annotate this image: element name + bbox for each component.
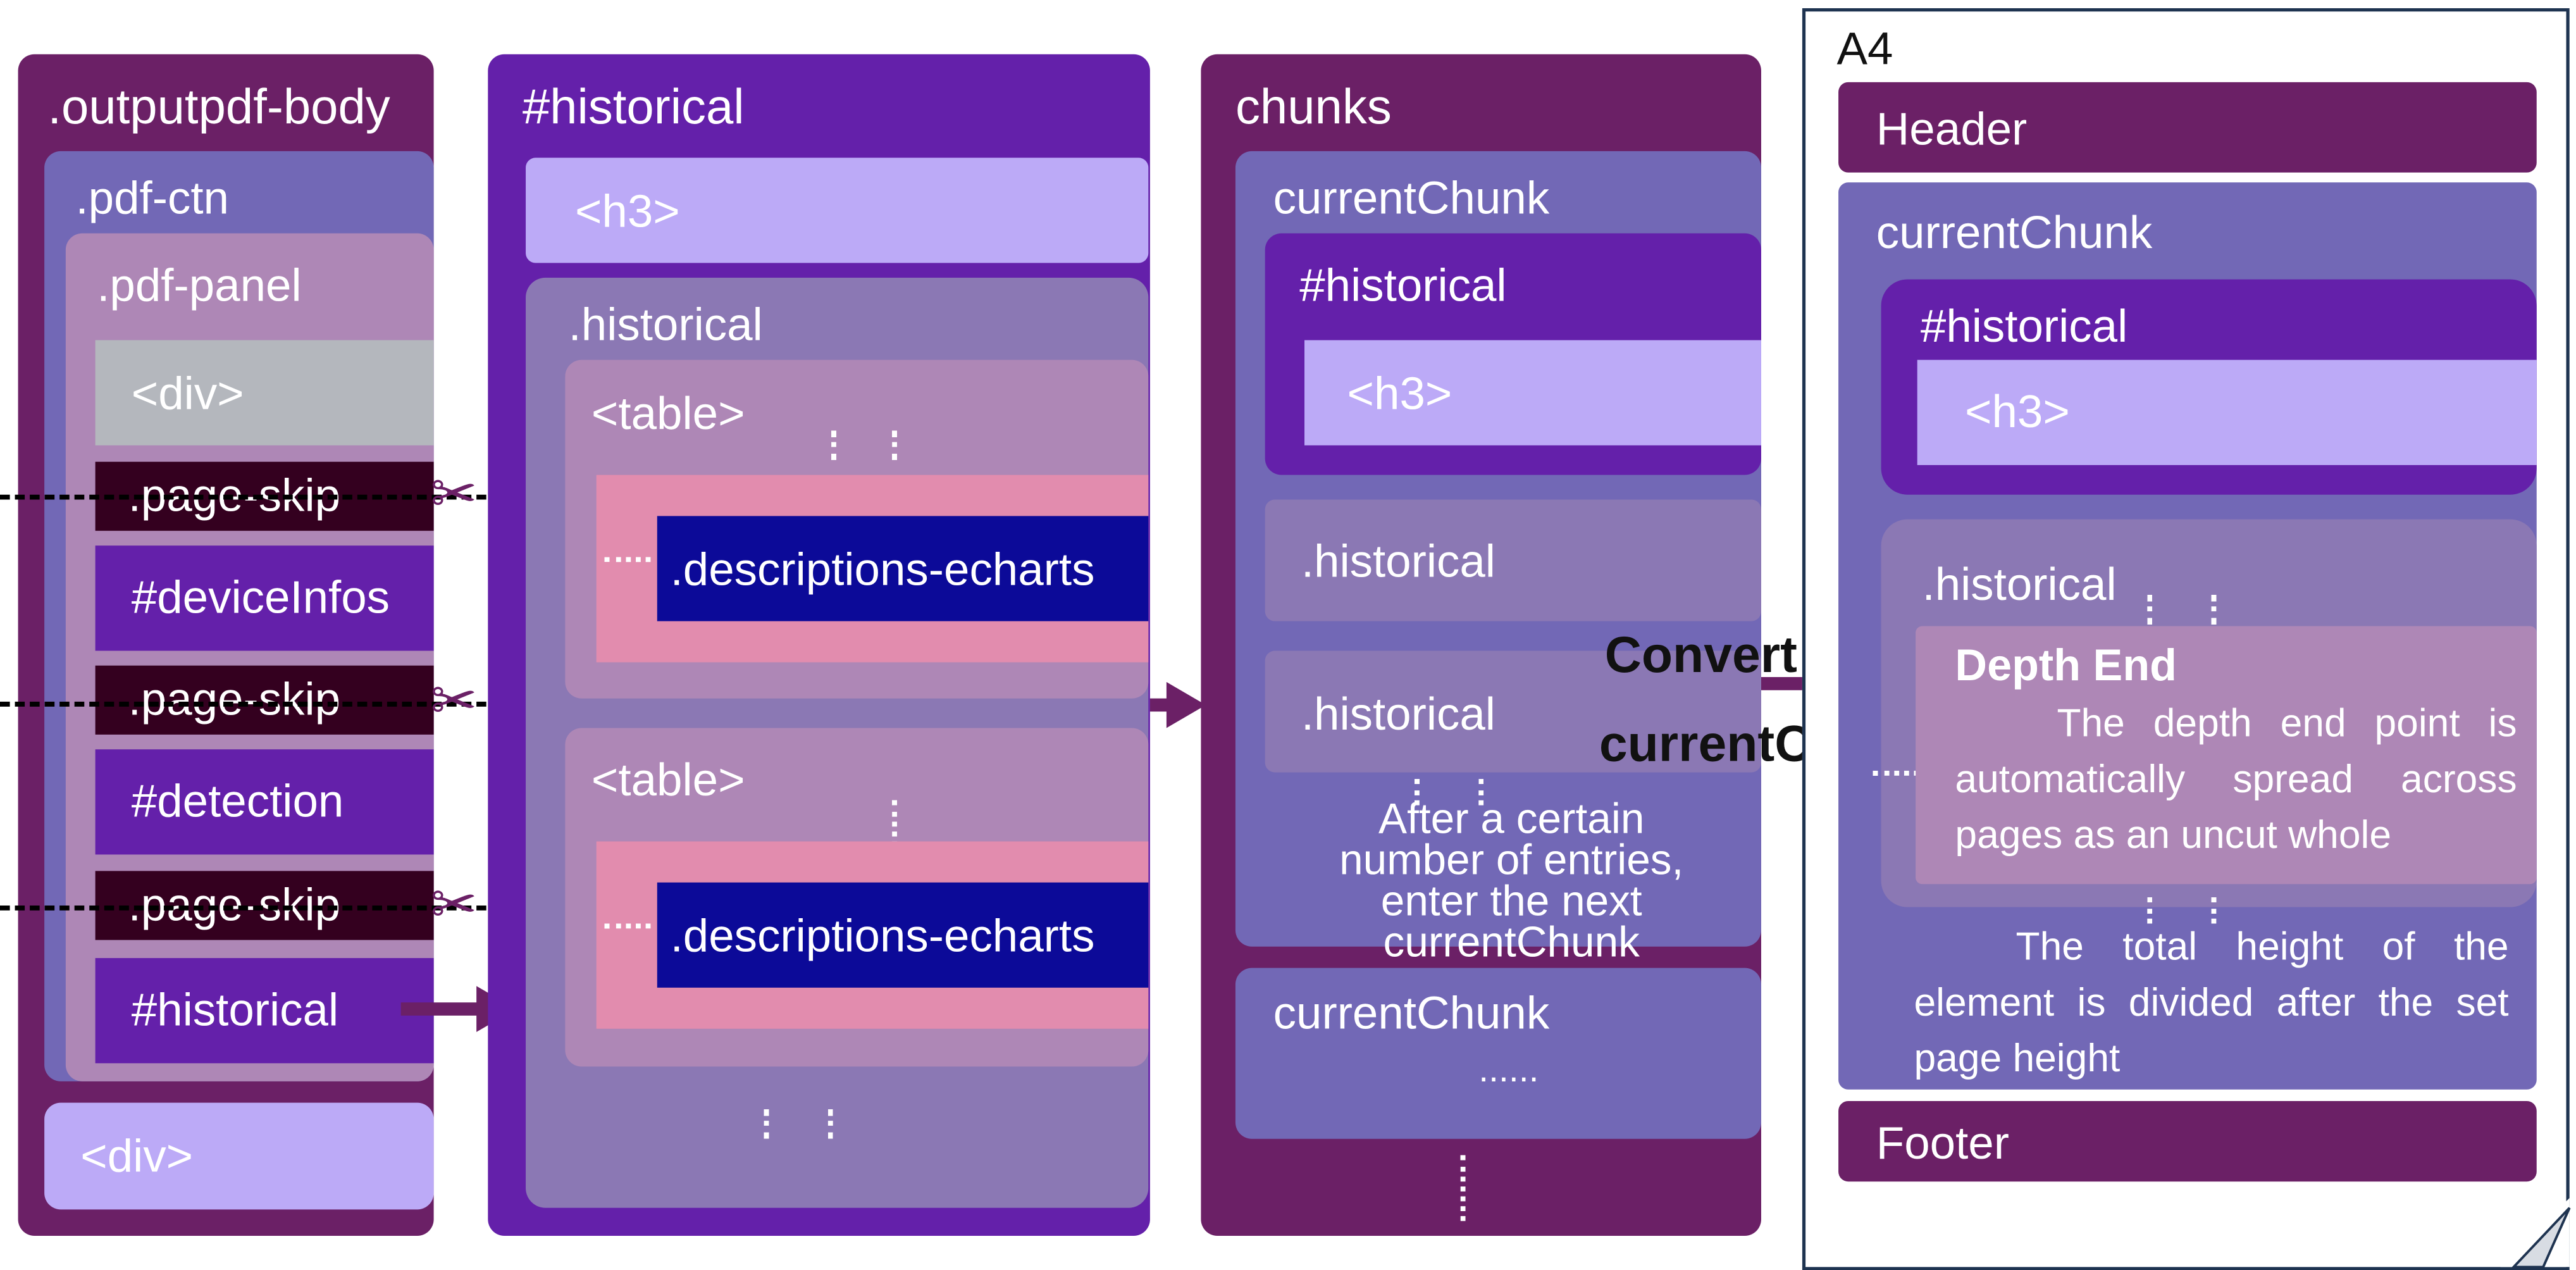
historical-block-label: #historical bbox=[131, 984, 339, 1036]
current-chunk-1-label: currentChunk bbox=[1273, 172, 1550, 224]
h3-block bbox=[526, 158, 1149, 263]
table-1-label: <table> bbox=[591, 387, 745, 439]
depth-end-text: The depth end point is automatically spr… bbox=[1955, 701, 2517, 858]
device-infos-block bbox=[95, 545, 434, 651]
depth-end-block bbox=[1916, 626, 2537, 885]
arrow-right-icon bbox=[1761, 676, 1811, 690]
a4-historical-label: #historical bbox=[1920, 301, 2128, 352]
ellipsis-dots bbox=[1873, 770, 1939, 781]
chunk-h3-label: <h3> bbox=[1347, 368, 1452, 420]
page-skip-2 bbox=[95, 665, 434, 735]
ellipsis-dots bbox=[892, 430, 902, 461]
arrow-right-icon bbox=[400, 1002, 483, 1016]
a4-header-block bbox=[1838, 82, 2537, 173]
ellipsis-dots bbox=[2211, 595, 2222, 625]
chunks-label: chunks bbox=[1235, 80, 1392, 135]
detection-block bbox=[95, 749, 434, 855]
ellipsis-dots bbox=[604, 557, 651, 567]
ellipsis-dots bbox=[2211, 897, 2222, 924]
chunk-historical-class-2-label: .historical bbox=[1301, 688, 1495, 740]
div-block bbox=[95, 340, 434, 445]
chunk-historical-class-2 bbox=[1265, 651, 1761, 773]
a4-footer-block bbox=[1838, 1100, 2537, 1182]
table-2-label: <table> bbox=[591, 754, 745, 806]
page-cut-line bbox=[0, 494, 486, 500]
a4-historical-class-label: .historical bbox=[1922, 558, 2117, 610]
ellipsis-dots bbox=[2147, 595, 2157, 625]
page-cut-line bbox=[0, 905, 486, 911]
detection-label: #detection bbox=[131, 775, 344, 827]
device-infos-label: #deviceInfos bbox=[131, 571, 390, 623]
chunk-h3-block bbox=[1304, 340, 1761, 445]
ellipsis-dots bbox=[2147, 897, 2157, 924]
chunk-historical-class-1 bbox=[1265, 499, 1761, 621]
ellipsis-dots bbox=[1415, 778, 1425, 806]
current-chunk-2-ellipsis: ...... bbox=[1478, 1048, 1539, 1090]
descriptions-echarts-block-1 bbox=[657, 516, 1149, 621]
ellipsis-dots bbox=[604, 923, 651, 934]
pdf-panel-label: .pdf-panel bbox=[97, 259, 302, 311]
chunk-historical-class-1-label: .historical bbox=[1301, 535, 1495, 587]
depth-end-title: Depth End bbox=[1955, 640, 2177, 690]
scissors-icon: ✂ bbox=[430, 463, 478, 526]
scissors-icon: ✂ bbox=[430, 874, 478, 937]
page-cut-line bbox=[0, 701, 486, 707]
ellipsis-dots bbox=[1478, 778, 1489, 806]
a4-footer-label: Footer bbox=[1876, 1117, 2009, 1169]
a4-chunk-label: currentChunk bbox=[1876, 207, 2153, 258]
ellipsis-dots bbox=[1460, 1155, 1471, 1221]
outputpdf-body-label: .outputpdf-body bbox=[47, 80, 390, 135]
chunk-note-text: After a certain number of entries, enter… bbox=[1339, 794, 1684, 967]
bottom-div-block bbox=[44, 1102, 434, 1210]
a4-header-label: Header bbox=[1876, 103, 2028, 155]
h3-block-label: <h3> bbox=[574, 185, 680, 237]
chunk-historical-label: #historical bbox=[1299, 259, 1507, 311]
descriptions-echarts-block-2 bbox=[657, 882, 1149, 988]
arrow-right-icon bbox=[1166, 682, 1206, 728]
ellipsis-dots bbox=[764, 1109, 774, 1139]
height-note-text: The total height of the element is divid… bbox=[1914, 925, 2509, 1081]
scissors-icon: ✂ bbox=[430, 670, 478, 733]
div-block-label: <div> bbox=[131, 368, 244, 420]
historical-block bbox=[95, 958, 434, 1064]
ellipsis-dots bbox=[831, 430, 841, 461]
a4-h3-label: <h3> bbox=[1965, 386, 2070, 437]
page-skip-2-label: .page-skip bbox=[128, 673, 341, 725]
descriptions-echarts-2-label: .descriptions-echarts bbox=[670, 910, 1095, 962]
a4-h3-block bbox=[1917, 359, 2537, 465]
page-fold-icon bbox=[2500, 1198, 2571, 1269]
pdf-ctn-label: .pdf-ctn bbox=[75, 172, 229, 224]
ellipsis-dots bbox=[892, 800, 902, 866]
historical-container-label: #historical bbox=[522, 80, 745, 135]
descriptions-echarts-1-label: .descriptions-echarts bbox=[670, 544, 1095, 595]
a4-label: A4 bbox=[1836, 23, 1893, 74]
ellipsis-dots bbox=[827, 1109, 838, 1139]
bottom-div-label: <div> bbox=[80, 1130, 194, 1182]
historical-class-label: .historical bbox=[568, 299, 763, 351]
page-skip-3-label: .page-skip bbox=[128, 879, 341, 930]
current-chunk-2-label: currentChunk bbox=[1273, 987, 1550, 1039]
current-chunk-block-2 bbox=[1235, 968, 1761, 1139]
